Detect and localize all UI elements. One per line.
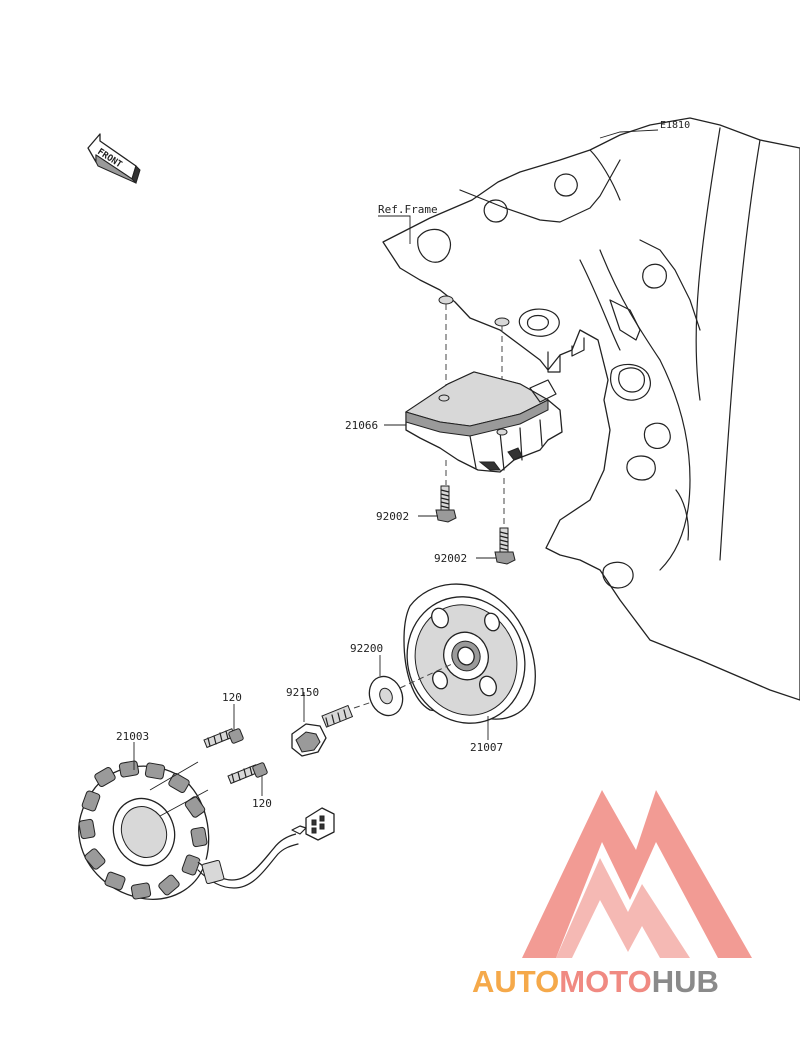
watermark-triangle	[522, 790, 752, 958]
frame-outline	[382, 117, 800, 701]
part-label-bolt-upper: 92002	[376, 510, 410, 523]
part-label-stator: 21003	[116, 730, 150, 743]
stator-poles	[78, 760, 208, 900]
part-label-stator-bolt-upper: 120	[222, 691, 242, 704]
front-arrow-icon: FRONT	[87, 133, 141, 184]
part-label-bolt-lower: 92002	[434, 552, 468, 565]
ref-frame-label: Ref.Frame	[378, 203, 438, 216]
part-label-stator-bolt-lower: 120	[252, 797, 272, 810]
watermark-hub: HUB	[651, 964, 719, 999]
flywheel-part	[403, 583, 536, 724]
stator-part	[78, 760, 335, 900]
flywheel-bolt-part	[291, 701, 373, 757]
part-label-flywheel-bolt: 92150	[286, 686, 320, 699]
bolt-lower-part	[494, 527, 516, 565]
stator-bolt-lower-part	[227, 762, 268, 785]
stator-connector	[291, 807, 335, 841]
mounting-points	[438, 295, 510, 528]
part-label-flywheel: 21007	[470, 741, 504, 754]
leader-lines	[133, 129, 659, 817]
watermark-auto: AUTO	[472, 964, 560, 999]
watermark-moto: MOTO	[559, 964, 652, 999]
watermark-logo-icon	[522, 790, 752, 958]
bolt-upper-part	[435, 485, 457, 523]
part-label-washer: 92200	[350, 642, 384, 655]
stator-bolt-upper-part	[203, 728, 244, 749]
diagram-code-label: E1810	[660, 120, 691, 131]
washer-part	[368, 663, 453, 717]
regulator-part	[404, 371, 563, 473]
watermark-text: AUTOMOTOHUB	[472, 966, 719, 997]
part-label-regulator: 21066	[345, 419, 379, 432]
